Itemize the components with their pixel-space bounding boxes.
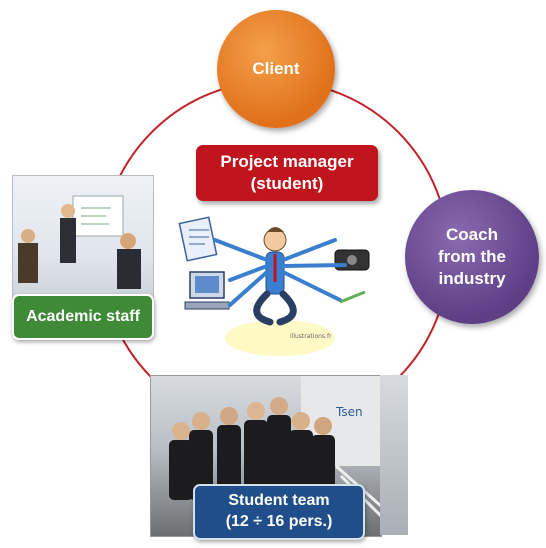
client-label: Client (252, 59, 300, 78)
client-node: Client (217, 10, 335, 128)
academic-staff-photo (12, 175, 154, 312)
student-team-box: Student team (12 ÷ 16 pers.) (193, 484, 365, 540)
project-manager-label: Project manager (student) (220, 151, 354, 193)
academic-staff-label: Academic staff (26, 308, 140, 325)
student-team-label: Student team (12 ÷ 16 pers.) (225, 492, 333, 530)
project-manager-box: Project manager (student) (196, 145, 378, 201)
coach-label: Coach from the industry (438, 224, 506, 289)
academic-staff-box: Academic staff (12, 294, 154, 340)
coach-node: Coach from the industry (405, 190, 539, 324)
team-photo-background (380, 375, 408, 535)
illustration-credit: illustrations.fr (290, 333, 332, 340)
team-photo-sign: Tsen (335, 405, 363, 419)
multitasking-figure-illustration: illustrations.fr (178, 216, 370, 356)
